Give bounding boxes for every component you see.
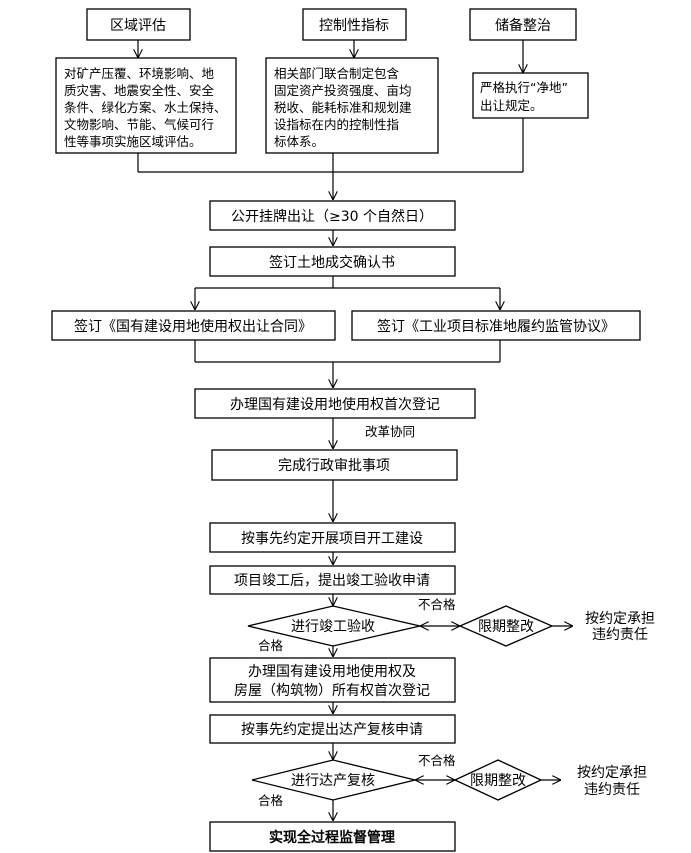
desc-reserve-remediation: 严格执行“净地” 出让规定。 — [472, 72, 589, 119]
desc-line: 固定资产投资强度、亩均 — [274, 83, 412, 98]
pass-label: 合格 — [258, 638, 284, 653]
desc-line: 税收、能耗标准和规划建 — [274, 100, 412, 115]
reform-label: 改革协同 — [365, 424, 415, 439]
desc-line: 对矿产压覆、环境影响、地 — [64, 66, 215, 81]
node-property-registration-label: 办理国有建设用地使用权及 — [248, 663, 416, 680]
node-construction-label: 按事先约定开展项目开工建设 — [241, 531, 423, 547]
node-completion-apply-label: 项目竣工后，提出竣工验收申请 — [234, 573, 430, 589]
node-contract-b — [351, 310, 641, 341]
decision-acceptance-label: 进行竣工验收 — [291, 619, 375, 635]
node-title: 区域评估 — [110, 18, 166, 34]
node-title: 储备整治 — [495, 17, 551, 34]
node-contract-b-label: 签订《工业项目标准地履约监管协议》 — [377, 318, 615, 335]
desc-line: 文物影响、节能、气候可行 — [64, 117, 214, 132]
node-output-apply — [209, 714, 456, 744]
node-title: 控制性指标 — [319, 18, 389, 34]
node-contract-a-label: 签订《国有建设用地使用权出让合同》 — [74, 318, 312, 335]
liability-label: 违约责任 — [584, 782, 640, 798]
node-first-registration — [194, 388, 476, 419]
desc-control-indicators: 相关部门联合制定包含 固定资产投资强度、亩均 税收、能耗标准和规划建 设指标在内… — [265, 57, 439, 154]
desc-line: 相关部门联合制定包含 — [274, 66, 400, 81]
desc-line: 性等事项实施区域评估。 — [64, 134, 202, 149]
node-reserve-remediation: 储备整治 — [469, 8, 577, 41]
liability-label: 按约定承担 — [585, 611, 655, 627]
liability-label: 按约定承担 — [577, 765, 647, 781]
rectify-label: 限期整改 — [478, 619, 534, 635]
node-first-registration-label: 办理国有建设用地使用权首次登记 — [230, 396, 440, 413]
node-property-registration — [209, 657, 456, 703]
node-construction — [209, 522, 456, 553]
node-completion-apply — [209, 565, 456, 595]
node-control-indicators: 控制性指标 — [302, 8, 407, 41]
desc-line: 出让规定。 — [480, 98, 543, 113]
node-final-label: 实现全过程监督管理 — [269, 829, 395, 846]
fail-label: 不合格 — [418, 597, 456, 612]
node-output-apply-label: 按事先约定提出达产复核申请 — [241, 721, 423, 738]
decision-output-review-label: 进行达产复核 — [291, 772, 375, 789]
desc-line: 质灾害、地震安全性、安全 — [64, 83, 215, 98]
node-final — [209, 821, 456, 852]
liability-label: 违约责任 — [592, 627, 648, 643]
node-approval — [211, 449, 458, 481]
node-approval-label: 完成行政审批事项 — [278, 458, 390, 474]
node-regional-assessment: 区域评估 — [86, 8, 191, 41]
node-listing-label: 公开挂牌出让（≥30 个自然日） — [231, 208, 433, 225]
desc-regional-assessment: 对矿产压覆、环境影响、地 质灾害、地震安全性、安全 条件、绿化方案、水土保持、 … — [55, 57, 237, 154]
node-contract-a — [51, 310, 336, 341]
desc-line: 标体系。 — [274, 134, 324, 149]
rectify-label: 限期整改 — [470, 773, 526, 789]
fail-label: 不合格 — [418, 753, 456, 768]
node-confirm-label: 签订土地成交确认书 — [269, 254, 395, 271]
desc-line: 条件、绿化方案、水土保持、 — [64, 100, 227, 115]
desc-line: 设指标在内的控制性指 — [274, 117, 399, 132]
desc-line: 严格执行“净地” — [480, 80, 568, 95]
node-confirm — [209, 246, 456, 277]
pass-label: 合格 — [258, 793, 284, 808]
node-listing — [209, 200, 456, 231]
node-property-registration-label: 房屋（构筑物）所有权首次登记 — [234, 683, 430, 699]
